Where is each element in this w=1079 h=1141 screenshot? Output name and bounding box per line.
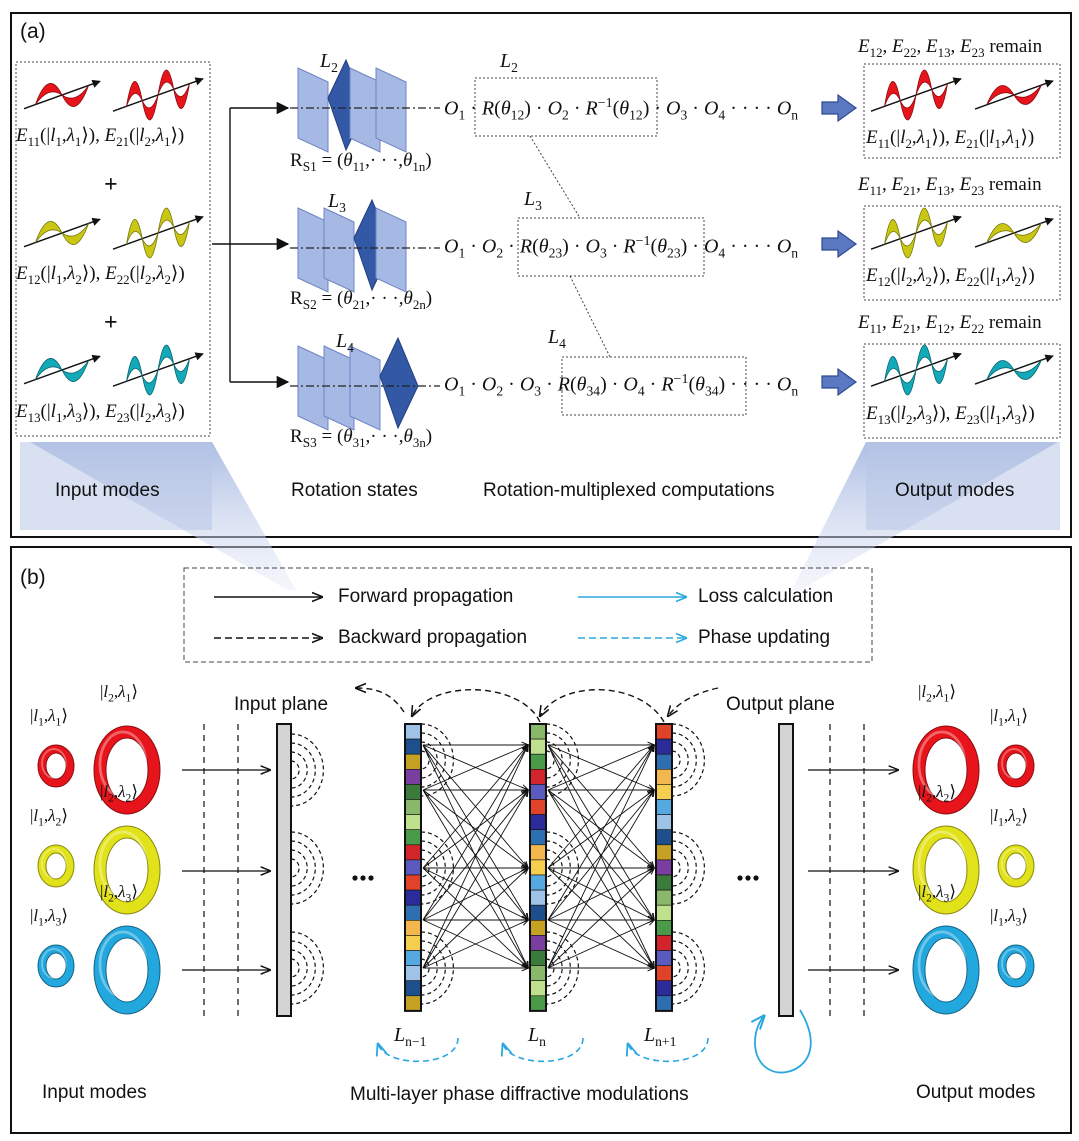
output-box-1 <box>863 63 1061 159</box>
layer-label-row-1: L2 <box>500 50 518 75</box>
legend-backward-text: Backward propagation <box>338 627 528 648</box>
legend-forward-text: Forward propagation <box>338 586 514 607</box>
caption-input-modes-b: Input modes <box>42 1082 147 1103</box>
mode-rings <box>37 725 1035 1015</box>
wave-illustrations <box>23 69 1054 396</box>
computation-row-1: O1 · R(θ12) · O2 · R−1(θ12) · O3 · O4 · … <box>444 96 799 123</box>
layer-label-row-3: L4 <box>548 326 566 351</box>
output-label-row-1: E11(|l2,λ1⟩), E21(|l1,λ1⟩) <box>866 127 1035 151</box>
input-label-row-3: E13(|l1,λ3⟩), E23(|l2,λ3⟩) <box>16 401 185 425</box>
output-ket-large-1: |l2,λ1⟩ <box>918 682 956 705</box>
rotation-state-row-1: RS1 = (θ11,· · ·,θ1n) <box>290 150 432 174</box>
computation-row-3: O1 · O2 · O3 · R(θ34) · O4 · R−1(θ34) · … <box>444 372 799 399</box>
caption-rotation-states: Rotation states <box>291 480 418 501</box>
phase-layer-1 <box>404 723 422 1012</box>
output-beam-band <box>866 442 1060 530</box>
layer-label-row-2: L3 <box>524 188 542 213</box>
input-label-row-1: E11(|l1,λ1⟩), E21(|l2,λ1⟩) <box>16 125 185 149</box>
output-ket-small-3: |l1,λ3⟩ <box>990 906 1028 929</box>
routing-lines <box>212 101 290 389</box>
computation-row-2: O1 · O2 · R(θ23) · O3 · R−1(θ23) · O4 · … <box>444 234 799 261</box>
input-ket-small-1: |l1,λ1⟩ <box>30 706 68 729</box>
input-ket-large-3: |l2,λ3⟩ <box>100 882 138 905</box>
phase-layer-3 <box>655 723 673 1012</box>
input-beam-band <box>20 442 212 530</box>
caption-input-modes-a: Input modes <box>55 480 160 501</box>
panel-b-label: (b) <box>20 566 46 589</box>
rotation-state-row-3: RS3 = (θ31,· · ·,θ3n) <box>290 426 433 450</box>
input-plane-label: Input plane <box>234 694 329 715</box>
input-ket-large-1: |l2,λ1⟩ <box>100 682 138 705</box>
output-box-3 <box>863 343 1061 439</box>
remain-label-row-2: E11, E21, E13, E23 remain <box>858 174 1042 198</box>
input-ket-small-2: |l1,λ2⟩ <box>30 806 68 829</box>
remain-label-row-1: E12, E22, E13, E23 remain <box>858 36 1043 60</box>
caption-output-modes-b: Output modes <box>916 1082 1036 1103</box>
plus-sign-2: + <box>104 310 118 336</box>
legend-phase-text: Phase updating <box>698 627 831 648</box>
diffractive-network <box>182 688 898 1074</box>
computation-boxes <box>474 77 747 416</box>
input-ket-small-3: |l1,λ3⟩ <box>30 906 68 929</box>
output-ket-small-1: |l1,λ1⟩ <box>990 706 1028 729</box>
output-label-row-3: E13(|l2,λ3⟩), E23(|l1,λ3⟩) <box>866 403 1035 427</box>
input-ket-large-2: |l2,λ2⟩ <box>100 782 138 805</box>
caption-output-modes-a: Output modes <box>895 480 1015 501</box>
caption-computations: Rotation-multiplexed computations <box>483 480 775 501</box>
rotation-plate-stacks <box>290 58 440 431</box>
plate-layer-label-3: L4 <box>336 330 354 355</box>
input-label-row-2: E12(|l1,λ2⟩), E22(|l2,λ2⟩) <box>16 263 185 287</box>
output-ket-small-2: |l1,λ2⟩ <box>990 806 1028 829</box>
input-modes-box <box>15 61 211 437</box>
plus-sign-1: + <box>104 172 118 198</box>
output-ket-large-3: |l2,λ3⟩ <box>918 882 956 905</box>
legend-box <box>183 567 873 663</box>
remain-label-row-3: E11, E21, E12, E22 remain <box>858 312 1042 336</box>
rotation-state-row-2: RS2 = (θ21,· · ·,θ2n) <box>290 288 433 312</box>
caption-modulations: Multi-layer phase diffractive modulation… <box>350 1084 689 1105</box>
plate-layer-label-1: L2 <box>320 50 338 75</box>
layer-label-b-2: Ln <box>528 1024 546 1049</box>
layer-label-b-3: Ln+1 <box>644 1024 677 1049</box>
plate-layer-label-2: L3 <box>328 190 346 215</box>
layer-label-b-1: Ln−1 <box>394 1024 427 1049</box>
output-plane-label: Output plane <box>726 694 835 715</box>
output-box-2 <box>863 205 1061 301</box>
output-ket-large-2: |l2,λ2⟩ <box>918 782 956 805</box>
output-label-row-2: E12(|l2,λ2⟩), E22(|l1,λ2⟩) <box>866 265 1035 289</box>
output-block-arrows <box>821 93 858 397</box>
legend-loss-text: Loss calculation <box>698 586 834 607</box>
phase-layer-2 <box>529 723 547 1012</box>
panel-a-label: (a) <box>20 20 46 43</box>
